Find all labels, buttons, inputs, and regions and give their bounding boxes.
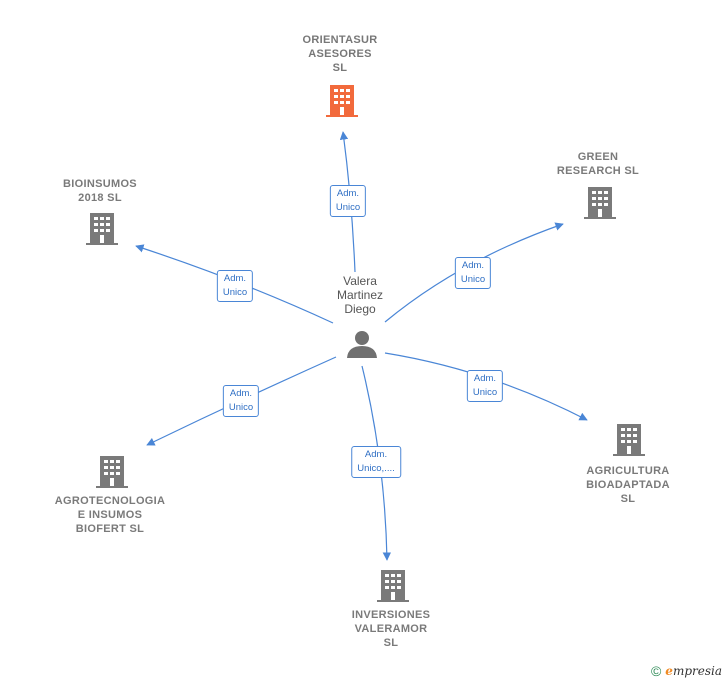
node-label-agrotecnologia: AGROTECNOLOGIA E INSUMOS BIOFERT SL [54, 495, 166, 535]
edge-label-orientasur[interactable]: Adm. Unico [329, 185, 367, 217]
edge-label-inversiones[interactable]: Adm. Unico,.... [351, 446, 401, 478]
edge-label-bioinsumos[interactable]: Adm. Unico [216, 270, 254, 302]
edge-label-agricultura[interactable]: Adm. Unico [466, 370, 504, 402]
center-person-label: Valera Martinez Diego [336, 274, 384, 316]
node-label-orientasur: ORIENTASUR ASESORES SL [302, 34, 378, 74]
building-icon [86, 213, 118, 245]
person-icon [347, 331, 377, 358]
building-icon [326, 85, 358, 117]
edge-label-agrotecnologia[interactable]: Adm. Unico [222, 385, 260, 417]
brand-logo: empresia [665, 664, 722, 678]
node-label-green: GREEN RESEARCH SL [556, 151, 640, 177]
node-label-bioinsumos: BIOINSUMOS 2018 SL [63, 178, 137, 204]
node-label-inversiones: INVERSIONES VALERAMOR SL [351, 609, 431, 649]
footer-brand: © empresia [651, 663, 722, 679]
copyright-icon: © [650, 663, 662, 679]
edge-label-green[interactable]: Adm. Unico [454, 257, 492, 289]
building-icon [613, 424, 645, 456]
building-icon [377, 570, 409, 602]
building-icon [584, 187, 616, 219]
node-label-agricultura: AGRICULTURA BIOADAPTADA SL [586, 465, 670, 505]
building-icon [96, 456, 128, 488]
